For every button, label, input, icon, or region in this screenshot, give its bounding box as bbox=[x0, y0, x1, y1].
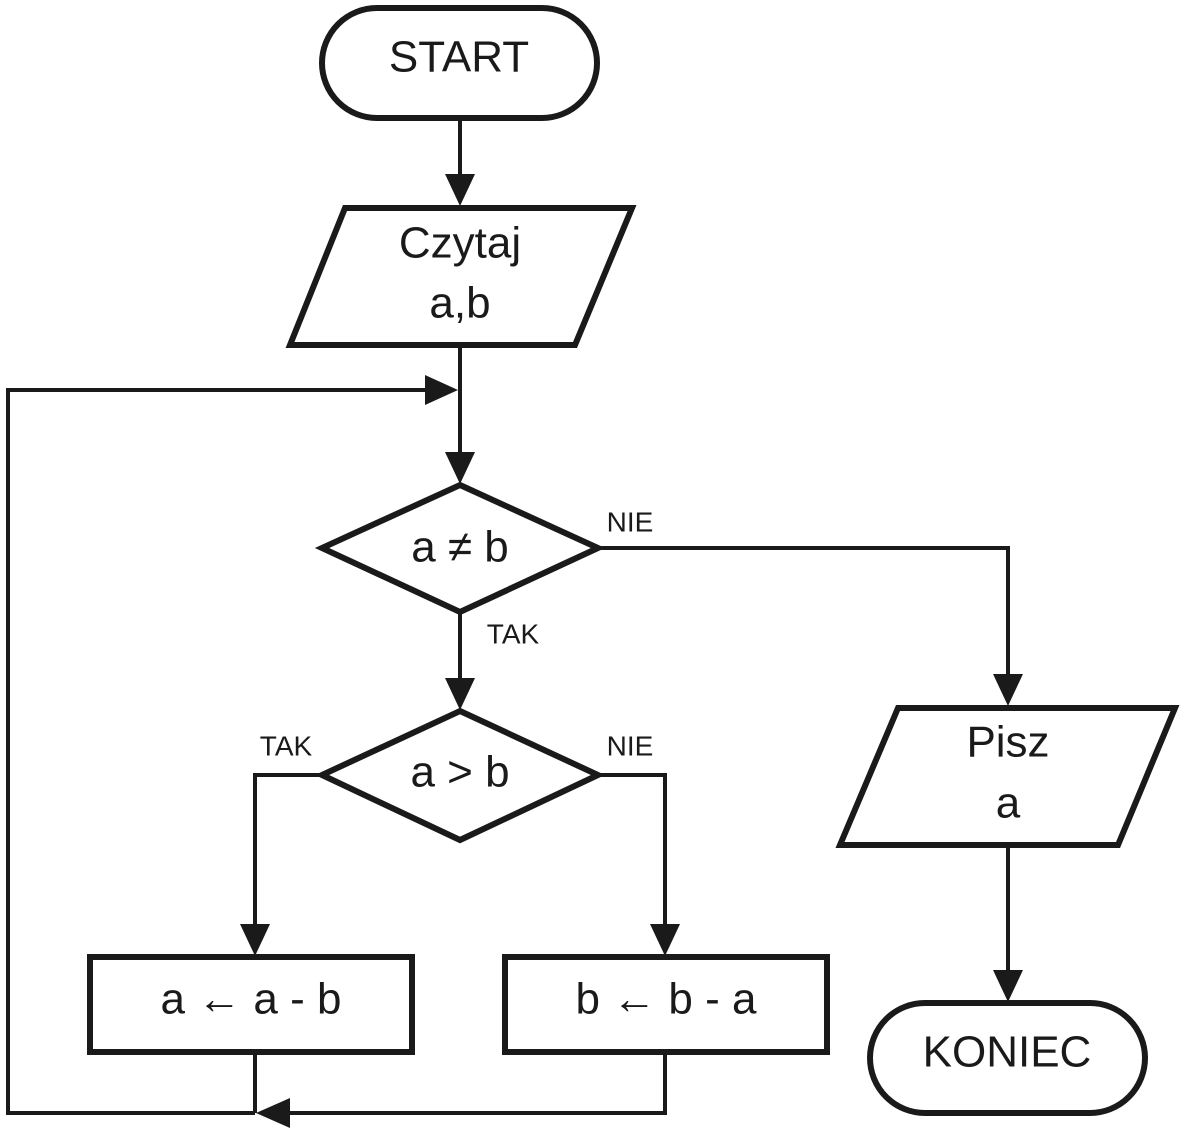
read-input-line2: a,b bbox=[429, 279, 490, 328]
node-condition-gt: a > b TAK NIE bbox=[260, 711, 654, 840]
node-assign-a: a ← a - b bbox=[90, 957, 412, 1052]
edge-gt-yes bbox=[255, 775, 322, 932]
node-read-input: Czytaj a,b bbox=[290, 208, 632, 345]
write-output-line2: a bbox=[996, 779, 1021, 828]
node-assign-b: b ← b - a bbox=[505, 957, 827, 1052]
edge-label-gt-no: NIE bbox=[607, 730, 654, 761]
node-write-output: Pisz a bbox=[840, 708, 1175, 845]
arrowhead-assign-a bbox=[240, 924, 270, 956]
arrowhead-cond-neq bbox=[445, 452, 475, 484]
node-start: START bbox=[322, 8, 597, 118]
edge-label-neq-yes: TAK bbox=[487, 618, 540, 649]
arrowhead-end bbox=[993, 970, 1023, 1002]
arrowhead-bottom-merge bbox=[256, 1098, 290, 1128]
assign-a-label: a ← a - b bbox=[161, 975, 342, 1024]
edge-label-neq-no: NIE bbox=[607, 506, 654, 537]
edge-assign-b-back bbox=[285, 1052, 665, 1113]
edge-neq-no bbox=[598, 548, 1008, 680]
edge-gt-no bbox=[598, 775, 665, 932]
assign-b-label: b ← b - a bbox=[576, 975, 757, 1024]
arrowhead-loop-merge bbox=[425, 375, 458, 405]
end-label: KONIEC bbox=[923, 1028, 1092, 1077]
condition-gt-label: a > b bbox=[410, 748, 509, 797]
node-end: KONIEC bbox=[870, 1003, 1145, 1113]
arrowhead-write bbox=[993, 674, 1023, 706]
arrowhead-read bbox=[445, 174, 475, 206]
arrowhead-cond-gt bbox=[445, 678, 475, 710]
start-label: START bbox=[389, 33, 529, 82]
write-output-line1: Pisz bbox=[966, 718, 1049, 767]
edge-label-gt-yes: TAK bbox=[260, 730, 313, 761]
node-condition-neq: a ≠ b NIE TAK bbox=[322, 485, 653, 649]
arrowhead-assign-b bbox=[650, 924, 680, 956]
read-input-line1: Czytaj bbox=[399, 219, 521, 268]
condition-neq-label: a ≠ b bbox=[411, 523, 509, 572]
